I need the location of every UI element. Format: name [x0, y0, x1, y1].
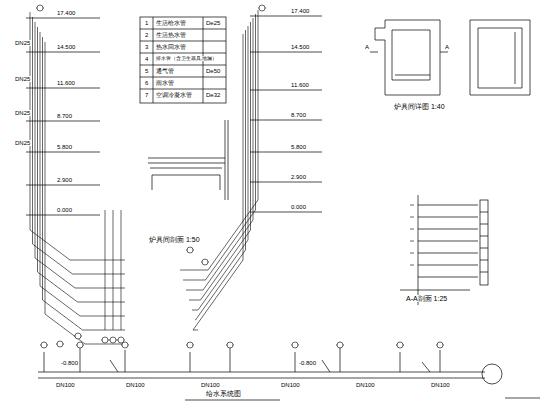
dimension-text: DN100 [355, 382, 376, 388]
pipe-line [180, 10, 258, 270]
pipe-line [30, 12, 125, 260]
valve-symbol [202, 259, 208, 265]
dimension-text: 5.800 [56, 144, 73, 150]
dimension-text: DN25 [14, 76, 31, 82]
valve-symbol [337, 342, 343, 348]
dimension-text: DN25 [14, 40, 31, 46]
valve-symbol [259, 5, 265, 11]
table-cell: De25 [205, 20, 221, 26]
pipe-line [38, 27, 126, 302]
valve-symbol [437, 342, 443, 348]
table-cell: 4 [144, 56, 149, 62]
valve-symbol [397, 342, 403, 348]
table-cell: 排水管（含卫生器具,地漏） [155, 56, 219, 61]
dimension-text: DN100 [55, 382, 76, 388]
table-cell: 雨水管 [155, 80, 175, 86]
valve-symbol [110, 337, 116, 343]
dimension-text: A [444, 44, 450, 50]
table-cell: 生活给水管 [155, 20, 187, 26]
dimension-text: 2.900 [56, 177, 73, 183]
pipe-line [192, 26, 248, 310]
dimension-text: DN100 [200, 382, 221, 388]
dimension-text: 14.500 [290, 44, 310, 50]
dimension-text: 5.800 [290, 144, 307, 150]
table-cell: 热水回水管 [155, 44, 187, 50]
pipe-line [45, 42, 125, 344]
dimension-text: DN100 [280, 382, 301, 388]
valve-symbol [77, 342, 83, 348]
view-title: 炉具间剖面 1:50 [148, 236, 201, 243]
table-cell: 2 [144, 32, 149, 38]
valve-symbol [37, 5, 43, 11]
pipe-line [195, 30, 246, 320]
view-title: 炉具间详图 1:40 [393, 103, 446, 110]
pipe-line [113, 210, 114, 330]
dimension-text: 17.400 [56, 10, 76, 16]
dimension-text: DN100 [125, 382, 146, 388]
valve-symbol [187, 247, 193, 253]
dimension-text: A [364, 44, 370, 50]
pipe-line [33, 17, 126, 274]
pipe-line [410, 229, 414, 230]
pipe-line [410, 253, 414, 254]
valve-symbol [57, 341, 63, 347]
table-cell: 1 [144, 20, 149, 26]
pipe-line [410, 241, 414, 242]
pipe-line [189, 22, 251, 300]
valve-symbol [292, 342, 298, 348]
dimension-text: 11.600 [290, 82, 310, 88]
valve-symbol [75, 333, 81, 339]
dimension-text: -0.800 [298, 360, 317, 366]
valve-symbol [41, 342, 47, 348]
table-cell: 生活热水管 [155, 32, 187, 38]
table-cell: De50 [205, 68, 221, 74]
dimension-text: 8.700 [290, 112, 307, 118]
dimension-text: 2.900 [290, 174, 307, 180]
view-title: 给水系统图 [205, 390, 242, 397]
valve-symbol [122, 342, 128, 348]
dimension-text: 11.600 [56, 80, 76, 86]
pipe-line [193, 34, 243, 330]
dimension-text: DN25 [14, 140, 31, 146]
dimension-text: 17.400 [290, 8, 310, 14]
table-cell: 5 [144, 68, 149, 74]
pipe-line [410, 265, 414, 266]
pipe-line [35, 22, 125, 288]
dimension-text: DN25 [14, 110, 31, 116]
pipe-line [410, 217, 414, 218]
dimension-text: -0.800 [60, 360, 79, 366]
dimension-text: 8.700 [56, 113, 73, 119]
valve-symbol [227, 342, 233, 348]
table-cell: 6 [144, 80, 149, 86]
valve-symbol [187, 342, 193, 348]
table-cell: 7 [144, 92, 149, 98]
valve-symbol [102, 337, 108, 343]
dimension-text: DN100 [430, 382, 451, 388]
pipe-line [43, 37, 126, 330]
valve-symbol [118, 337, 124, 343]
dimension-text: 0.000 [290, 204, 307, 210]
table-cell: 3 [144, 44, 149, 50]
table-cell: 空调冷凝水管 [155, 92, 193, 98]
pipe-line [121, 210, 122, 330]
table-cell: 通气管 [155, 68, 175, 74]
dimension-text: 0.000 [56, 207, 73, 213]
table-cell: De32 [205, 92, 221, 98]
pipe-line [105, 210, 106, 330]
view-title: A-A剖面 1:25 [405, 295, 448, 302]
pipe-line [410, 205, 414, 206]
dimension-text: 14.500 [56, 44, 76, 50]
pipe-line [40, 32, 125, 316]
